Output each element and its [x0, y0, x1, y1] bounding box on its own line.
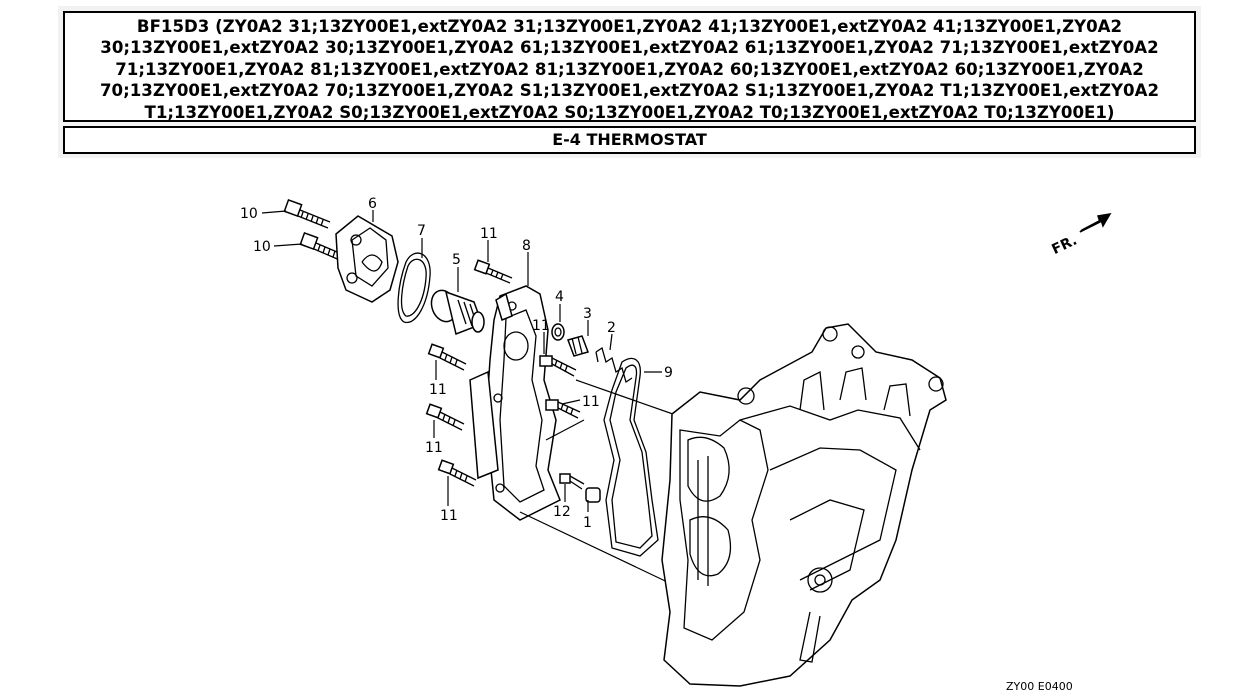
part-1-plug	[585, 487, 601, 503]
spring	[595, 346, 633, 384]
callout-3: 3	[583, 306, 592, 322]
callout-8: 8	[522, 238, 531, 254]
bolt-11-left-1	[427, 343, 467, 371]
bolt-11-left-3	[437, 459, 477, 487]
callout-10-upper: 10	[240, 206, 258, 222]
thermostat-case	[469, 285, 561, 521]
callout-11-left-3: 11	[440, 508, 458, 524]
o-ring	[397, 252, 431, 324]
engine-cylinder-block	[661, 323, 947, 687]
callout-7: 7	[417, 223, 426, 239]
callout-1: 1	[583, 515, 592, 531]
callout-11-mid: 11	[532, 318, 550, 334]
bolt-10-upper	[283, 199, 331, 229]
callout-9: 9	[664, 365, 673, 381]
model-applicability-box: BF15D3 (ZY0A2 31;13ZY00E1,extZY0A2 31;13…	[63, 11, 1196, 122]
thermostat	[430, 289, 485, 336]
callout-4: 4	[555, 289, 564, 305]
callout-12: 12	[553, 504, 571, 520]
alignment-lines	[519, 379, 691, 589]
section-title: E-4 THERMOSTAT	[552, 130, 707, 149]
callout-11-left-1: 11	[429, 382, 447, 398]
front-direction-marker: FR.	[1049, 212, 1112, 258]
callout-10-lower: 10	[253, 239, 271, 255]
front-direction-label: FR.	[1049, 232, 1079, 257]
callout-2: 2	[607, 320, 616, 336]
thermostat-cover	[335, 215, 399, 303]
bolt-11-top	[473, 259, 513, 284]
bolt-12	[559, 473, 585, 490]
relief-valve-fitting	[567, 335, 589, 357]
bolt-10-lower	[299, 232, 345, 262]
model-applicability-text: BF15D3 (ZY0A2 31;13ZY00E1,extZY0A2 31;13…	[100, 17, 1159, 122]
callout-11-top: 11	[480, 226, 498, 242]
bolt-11-left-2	[425, 403, 465, 431]
exploded-parts-diagram: FR. 10 10 6 7 5 11	[240, 196, 1112, 693]
callout-5: 5	[452, 252, 461, 268]
bolt-11-right	[545, 399, 581, 419]
callout-6: 6	[368, 196, 377, 212]
drawing-code: ZY00 E0400	[1006, 680, 1073, 693]
washer	[551, 323, 565, 341]
callout-11-right: 11	[582, 394, 600, 410]
bolt-11-mid-right	[539, 355, 577, 377]
callout-11-left-2: 11	[425, 440, 443, 456]
section-title-box: E-4 THERMOSTAT	[63, 126, 1196, 154]
gasket	[603, 357, 659, 557]
